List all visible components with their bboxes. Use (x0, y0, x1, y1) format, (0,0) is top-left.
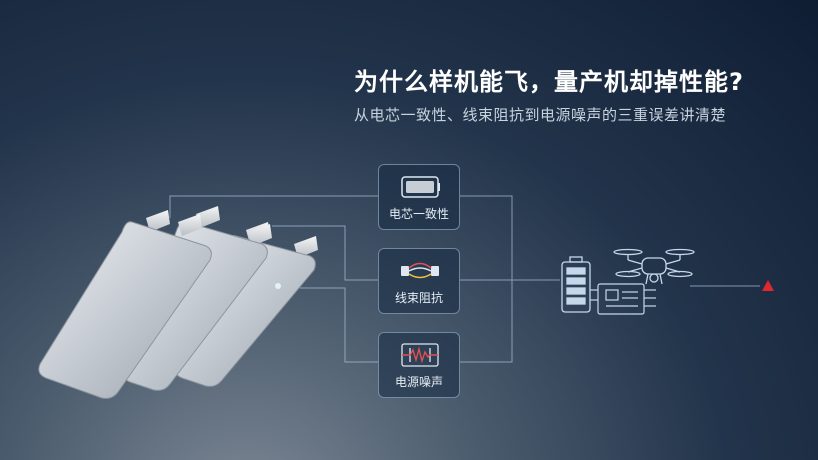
power-noise-icon (401, 343, 439, 367)
circuit-board-icon (590, 283, 656, 315)
page-title: 为什么样机能飞，量产机却掉性能? (354, 68, 744, 96)
factor-card-power-noise: 电源噪声 (378, 332, 460, 398)
page-subtitle: 从电芯一致性、线束阻抗到电源噪声的三重误差讲清楚 (354, 106, 727, 124)
wire-harness-icon (401, 262, 439, 279)
factor-label: 电芯一致性 (388, 207, 449, 221)
battery-cell-1 (38, 210, 212, 399)
connector-lines (169, 195, 760, 363)
battery-cell-icon (401, 176, 440, 198)
warning-icon (762, 280, 774, 291)
battery-pack-icon (561, 256, 591, 313)
battery-cell-2 (122, 206, 272, 391)
factor-label: 线束阻抗 (394, 291, 443, 305)
factor-card-harness-impedance: 线束阻抗 (378, 248, 460, 314)
signal-glow (275, 283, 281, 289)
factor-label: 电源噪声 (394, 375, 443, 389)
drone-icon (613, 248, 695, 285)
factor-card-cell-consistency: 电芯一致性 (378, 164, 460, 230)
